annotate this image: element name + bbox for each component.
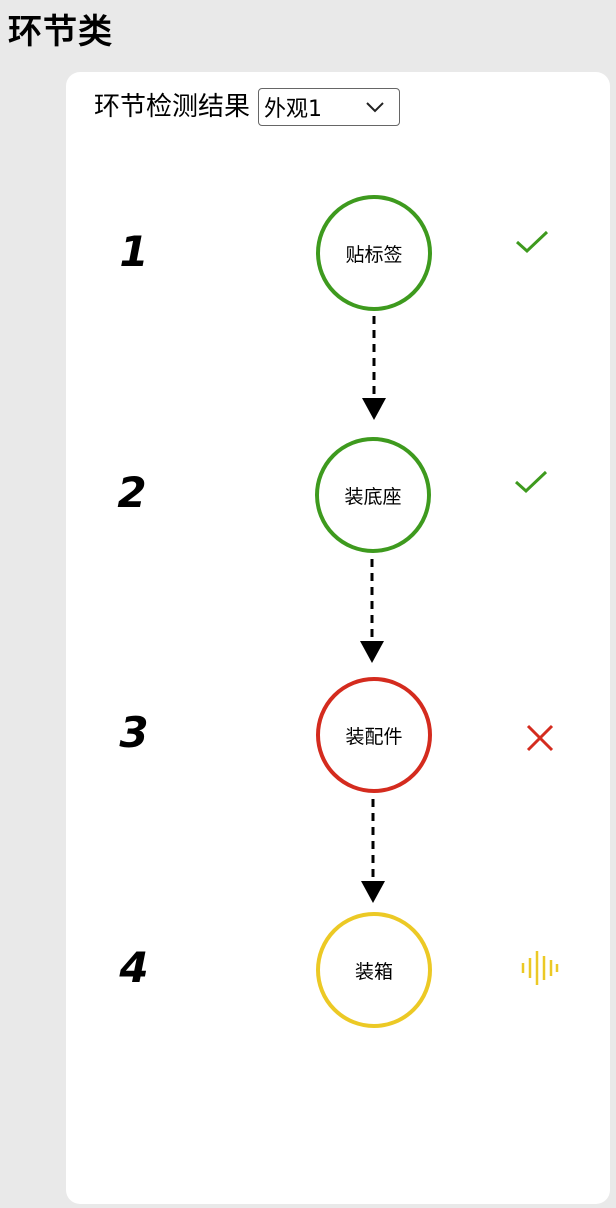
step-label: 装配件	[345, 725, 403, 748]
check-icon	[509, 460, 553, 504]
inspection-card: 环节检测结果 外观1 1 贴标签 2	[66, 72, 610, 1204]
card-header: 环节检测结果 外观1	[94, 87, 401, 127]
flow-arrow-2-3	[360, 559, 384, 663]
step-number-2: 2	[117, 468, 147, 517]
page-title: 环节类	[8, 12, 113, 52]
flow-arrow-1-2	[362, 316, 386, 420]
step-label: 装底座	[344, 485, 402, 508]
step-node-base-assembly[interactable]: 装底座	[315, 437, 431, 553]
step-label: 贴标签	[345, 243, 403, 266]
inspection-result-label: 环节检测结果	[94, 92, 251, 122]
chevron-down-icon	[361, 97, 389, 117]
step-label: 装箱	[354, 960, 393, 983]
check-icon	[510, 220, 554, 264]
step-number-3: 3	[119, 708, 149, 757]
step-node-accessory-assembly[interactable]: 装配件	[316, 677, 432, 793]
step-node-boxing[interactable]: 装箱	[316, 912, 432, 1028]
appearance-select[interactable]: 外观1	[258, 88, 401, 126]
step-number-4: 4	[119, 943, 149, 992]
step-number-1: 1	[119, 227, 149, 276]
audio-wave-icon	[518, 946, 562, 990]
step-node-label-sticking[interactable]: 贴标签	[316, 195, 432, 311]
cross-icon	[518, 716, 562, 760]
flow-arrow-3-4	[361, 799, 385, 903]
select-value: 外观1	[264, 97, 323, 122]
